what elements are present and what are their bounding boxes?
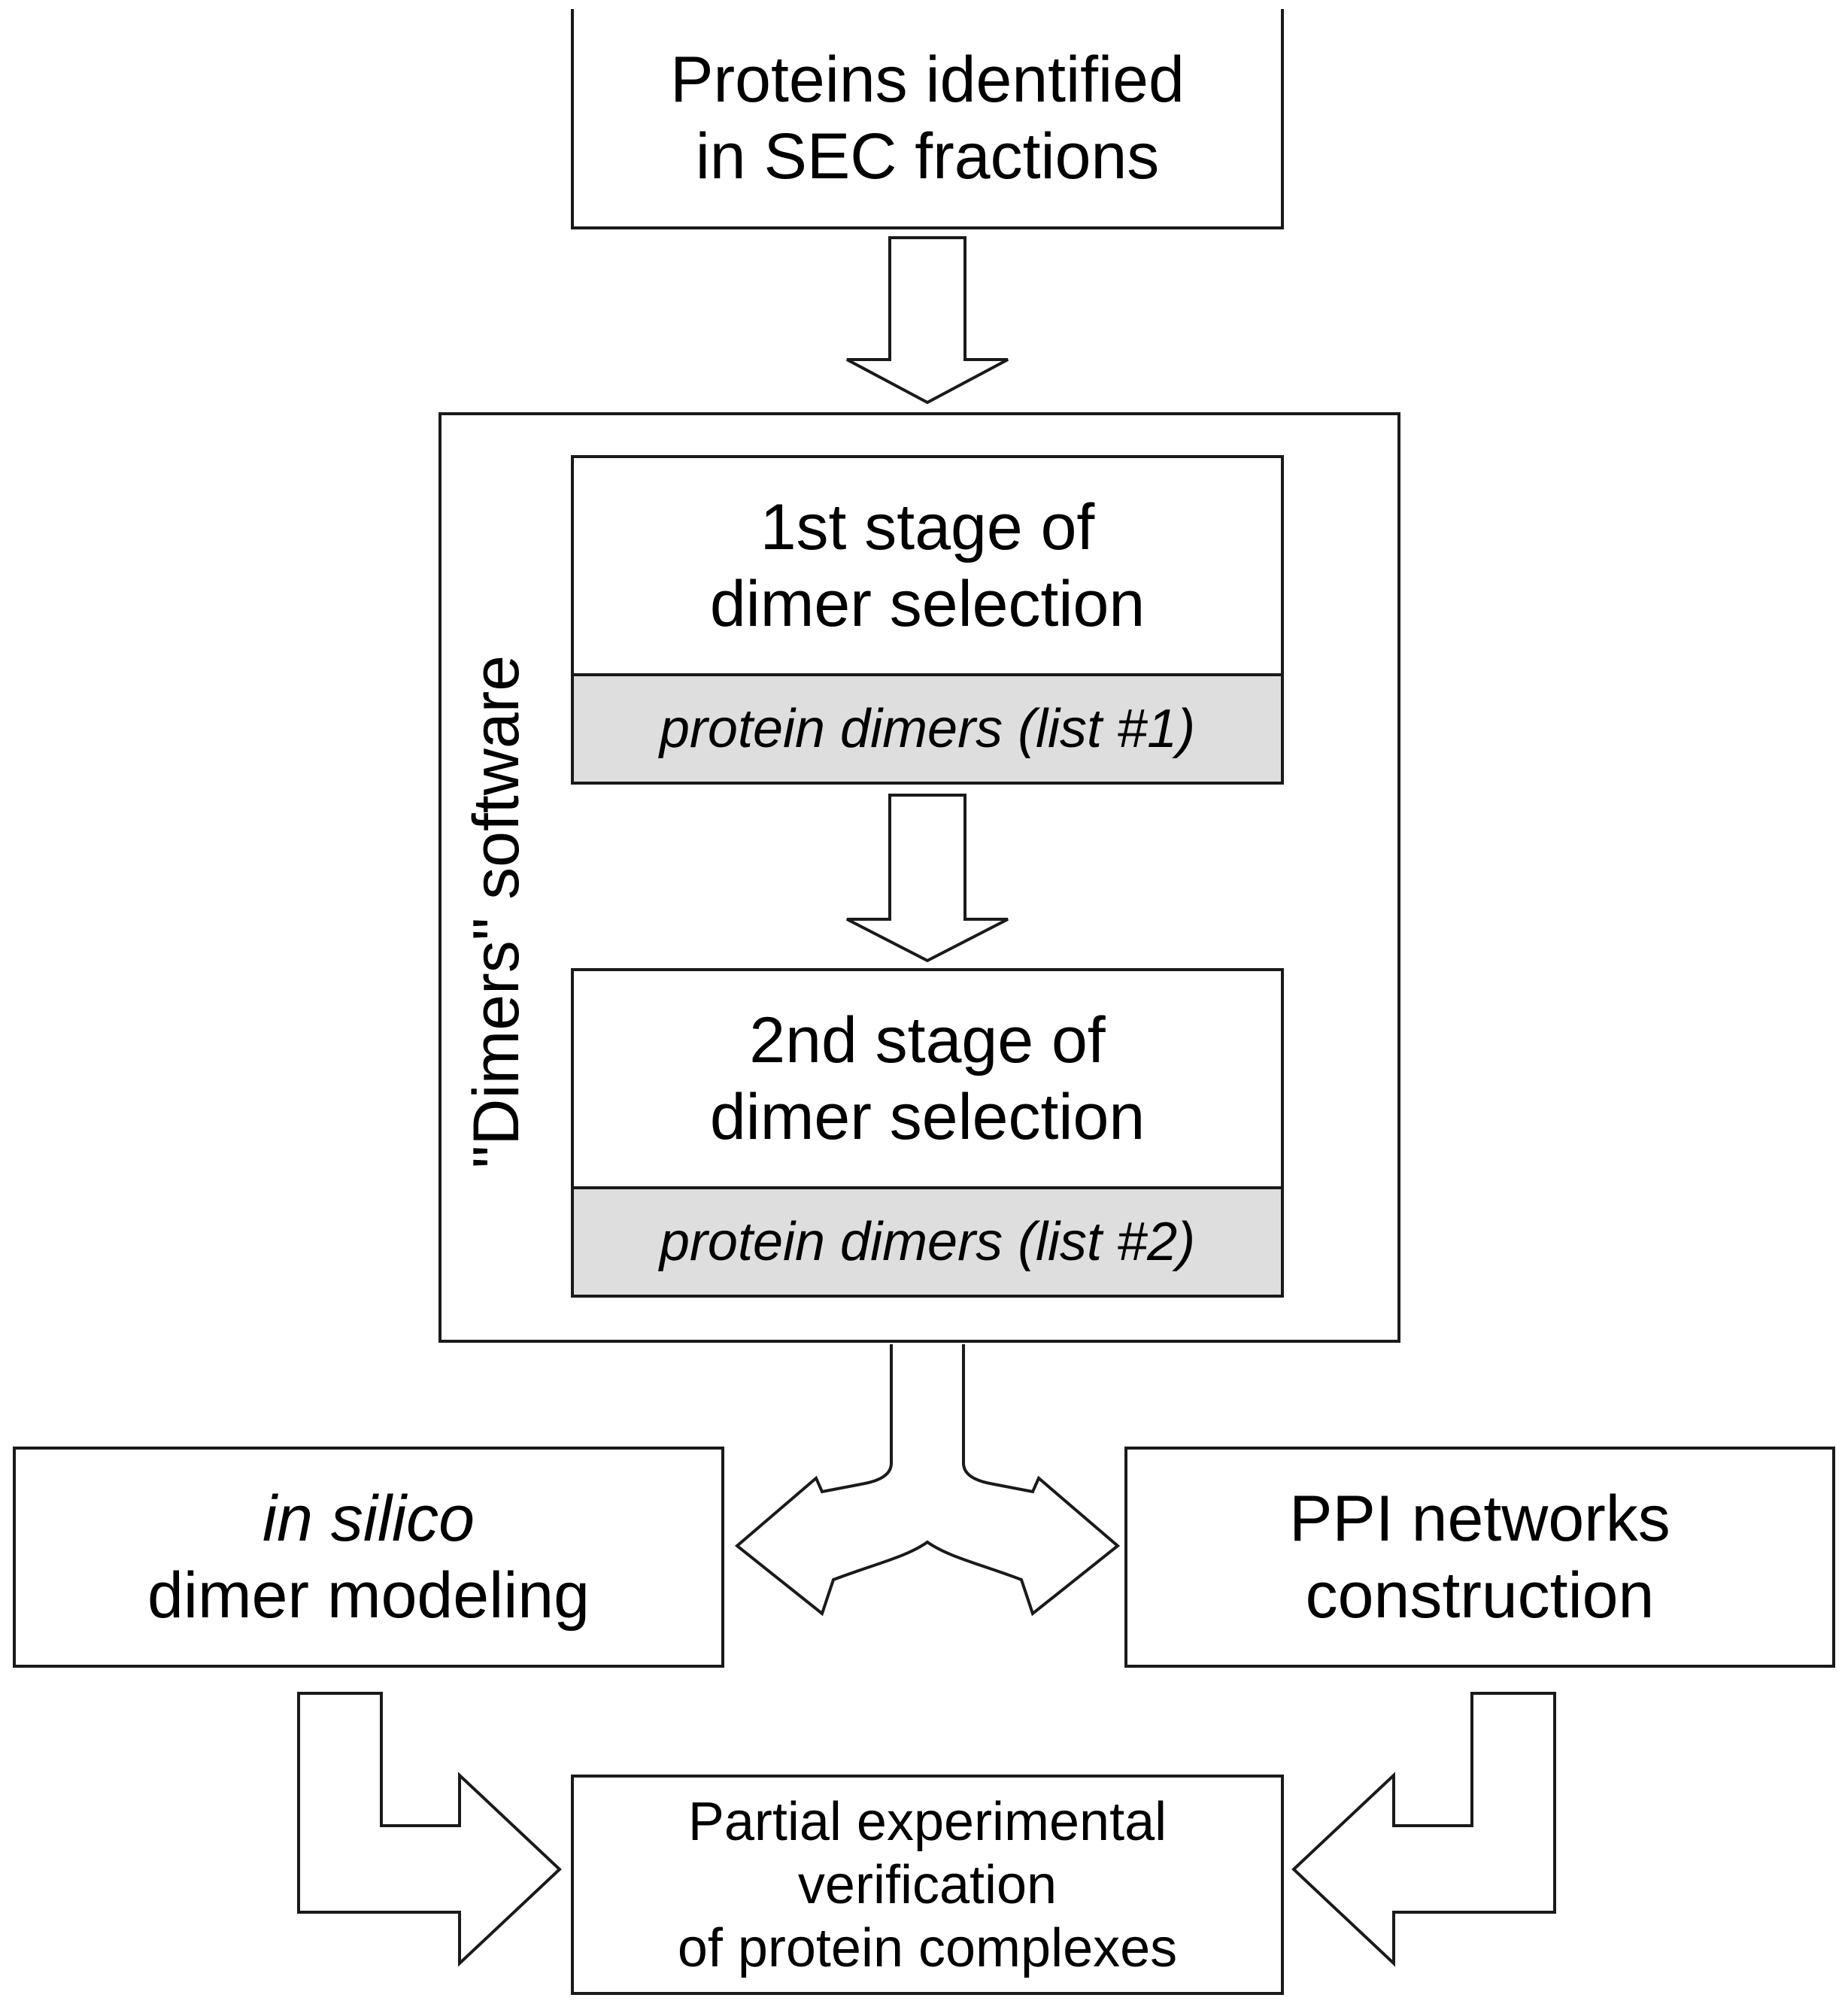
ppi-line-1: PPI networks: [1289, 1483, 1670, 1555]
stage-2-output-text: protein dimers (list #2): [659, 1212, 1196, 1272]
verification-line-3: of protein complexes: [677, 1917, 1178, 1978]
arrow-down-top: [846, 236, 1009, 405]
box-proteins-identified-line-2: in SEC fractions: [695, 120, 1160, 193]
ppi-line-2: construction: [1305, 1559, 1655, 1632]
in-silico-line-2: dimer modeling: [147, 1559, 590, 1632]
stage-1-output-text: protein dimers (list #1): [659, 699, 1196, 759]
in-silico-line-1: in silico: [262, 1483, 475, 1555]
software-frame: [438, 412, 1400, 1343]
verification-line-1: Partial experimental: [687, 1791, 1167, 1852]
box-stage-2-output: protein dimers (list #2): [571, 1186, 1284, 1298]
arrow-down-stages: [846, 794, 1009, 963]
stage-2-line-1: 2nd stage of: [749, 1004, 1106, 1076]
box-proteins-identified: Proteins identified in SEC fractions: [571, 9, 1284, 229]
arrow-split: [734, 1344, 1121, 1617]
box-stage-1: 1st stage of dimer selection: [571, 455, 1284, 676]
stage-1-line-1: 1st stage of: [760, 491, 1095, 563]
software-frame-label: "Dimers" software: [460, 654, 533, 1169]
box-ppi-networks: PPI networks construction: [1124, 1447, 1835, 1668]
arrow-bend-left: [297, 1692, 562, 1967]
stage-1-line-2: dimer selection: [709, 568, 1146, 640]
verification-line-2: verification: [797, 1854, 1058, 1915]
arrow-bend-right: [1291, 1692, 1556, 1967]
box-stage-1-output: protein dimers (list #1): [571, 673, 1284, 785]
box-experimental-verification: Partial experimental verification of pro…: [571, 1775, 1284, 1995]
stage-2-line-2: dimer selection: [709, 1081, 1146, 1153]
box-proteins-identified-line-1: Proteins identified: [670, 43, 1185, 116]
box-stage-2: 2nd stage of dimer selection: [571, 968, 1284, 1189]
box-in-silico-modeling: in silico dimer modeling: [13, 1447, 724, 1668]
